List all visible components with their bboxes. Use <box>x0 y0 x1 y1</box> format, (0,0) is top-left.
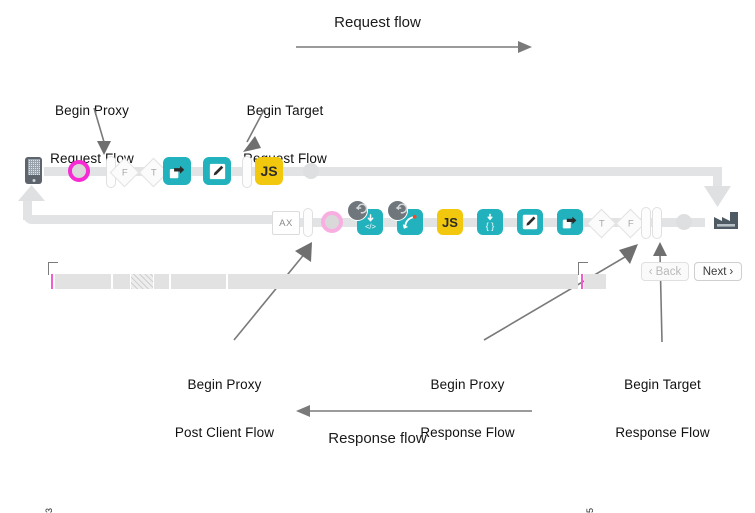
request-flow-down-arrowhead <box>704 186 731 207</box>
back-button[interactable]: ‹ Back <box>641 262 689 281</box>
annotation-line-2: Post Client Flow <box>174 425 275 440</box>
timeline-segment[interactable] <box>55 274 111 289</box>
request-flow-track-down <box>713 167 722 191</box>
timeline-segment[interactable] <box>228 274 578 289</box>
annotation-begin-proxy-request-flow: Begin Proxy Request Flow <box>22 71 162 183</box>
rewind-icon <box>395 202 407 213</box>
condition-label: F <box>627 218 634 229</box>
back-chevron-icon: ‹ <box>648 265 653 278</box>
annotation-arrow-begin-proxy-post-client-flow <box>233 242 312 341</box>
post-client-flow-start-dot[interactable] <box>321 211 343 233</box>
response-return-track <box>23 215 283 224</box>
flow-separator-bar[interactable] <box>641 207 651 239</box>
condition-label: T <box>150 167 157 178</box>
condition-false-diamond[interactable]: F <box>615 208 646 239</box>
js-label: JS <box>442 214 458 230</box>
annotation-begin-proxy-post-client-flow: Begin Proxy Post Client Flow <box>152 345 297 457</box>
request-flow-title: Request flow <box>334 14 421 31</box>
rewind-badge[interactable] <box>387 200 408 221</box>
annotation-line-2: Response Flow <box>420 425 515 440</box>
flow-separator-bar[interactable] <box>242 156 252 188</box>
timeline-end-tick <box>578 262 588 275</box>
timeline-segment[interactable] <box>171 274 226 289</box>
response-return-track-up <box>23 198 32 220</box>
annotation-line-2: Response Flow <box>615 425 710 440</box>
timeline-segment[interactable] <box>584 274 606 289</box>
annotation-line-1: Begin Proxy <box>430 377 505 392</box>
next-chevron-icon: › <box>729 265 734 278</box>
assign-message-policy[interactable] <box>557 209 583 235</box>
annotation-line-2: Request Flow <box>243 151 327 166</box>
assign-message-icon <box>169 165 184 178</box>
request-flow-arrow <box>296 41 532 53</box>
flow-end-dot[interactable] <box>676 214 692 230</box>
request-flow-track-elbow <box>690 167 722 176</box>
analytics-label: AX <box>279 217 293 229</box>
pencil-icon <box>522 214 538 230</box>
timeline-segment[interactable] <box>154 274 169 289</box>
timeline-segment-hatched[interactable] <box>131 274 153 289</box>
code-brackets-icon: </> <box>364 213 376 230</box>
assign-message-icon <box>562 216 577 229</box>
next-button[interactable]: Next › <box>694 262 742 281</box>
annotation-begin-proxy-response-flow: Begin Proxy Response Flow <box>395 345 540 457</box>
condition-label: F <box>121 167 128 178</box>
condition-label: T <box>598 218 605 229</box>
rewind-icon <box>355 202 367 213</box>
timeline-marker-end[interactable] <box>581 274 583 289</box>
annotation-arrow-begin-target-request-flow <box>243 107 266 152</box>
flow-separator-bar[interactable] <box>652 207 662 239</box>
svg-text:</>: </> <box>364 221 376 230</box>
next-label: Next <box>702 265 727 278</box>
annotation-line-1: Begin Target <box>246 103 324 118</box>
annotation-begin-target-response-flow: Begin Target Response Flow <box>590 345 735 457</box>
edit-policy[interactable] <box>203 157 231 185</box>
analytics-box[interactable]: AX <box>272 211 300 235</box>
js-label: JS <box>260 163 278 179</box>
condition-false-diamond[interactable]: F <box>109 157 140 188</box>
client-phone-icon <box>25 157 42 184</box>
pencil-icon <box>209 163 225 179</box>
javascript-policy[interactable]: JS <box>255 157 283 185</box>
svg-text:{ }: { } <box>486 221 495 231</box>
condition-true-diamond[interactable]: T <box>138 157 169 188</box>
response-return-arrowhead <box>18 185 45 201</box>
back-label: Back <box>655 265 682 278</box>
javascript-policy[interactable]: JS <box>437 209 463 235</box>
json-braces-icon: { } <box>486 213 495 231</box>
proxy-request-flow-start-dot[interactable] <box>68 160 90 182</box>
timeline-start-tick <box>48 262 58 275</box>
flow-end-dot[interactable] <box>303 163 319 179</box>
annotation-line-1: Begin Proxy <box>187 377 262 392</box>
json-policy[interactable]: { } <box>477 209 503 235</box>
response-flow-title: Response flow <box>328 430 427 447</box>
curved-arrow-icon <box>402 214 417 229</box>
condition-true-diamond[interactable]: T <box>586 208 617 239</box>
request-flow-track <box>44 167 694 176</box>
annotation-arrow-begin-proxy-response-flow <box>483 244 638 341</box>
timeline-start-label: 3 <box>44 507 54 513</box>
edit-policy[interactable] <box>517 209 543 235</box>
target-factory-icon <box>712 208 740 230</box>
timeline-marker-start[interactable] <box>51 274 53 289</box>
annotation-arrow-begin-proxy-request-flow <box>93 107 111 155</box>
rewind-badge[interactable] <box>347 200 368 221</box>
assign-message-policy[interactable] <box>163 157 191 185</box>
timeline[interactable]: 3 5 ‹ Back Next › <box>0 255 755 513</box>
response-flow-arrow <box>296 405 532 417</box>
flow-separator-bar[interactable] <box>303 208 313 237</box>
timeline-segment[interactable] <box>113 274 130 289</box>
annotation-line-1: Begin Proxy <box>55 103 129 118</box>
annotation-line-1: Begin Target <box>624 377 701 392</box>
timeline-end-label: 5 <box>585 507 595 513</box>
